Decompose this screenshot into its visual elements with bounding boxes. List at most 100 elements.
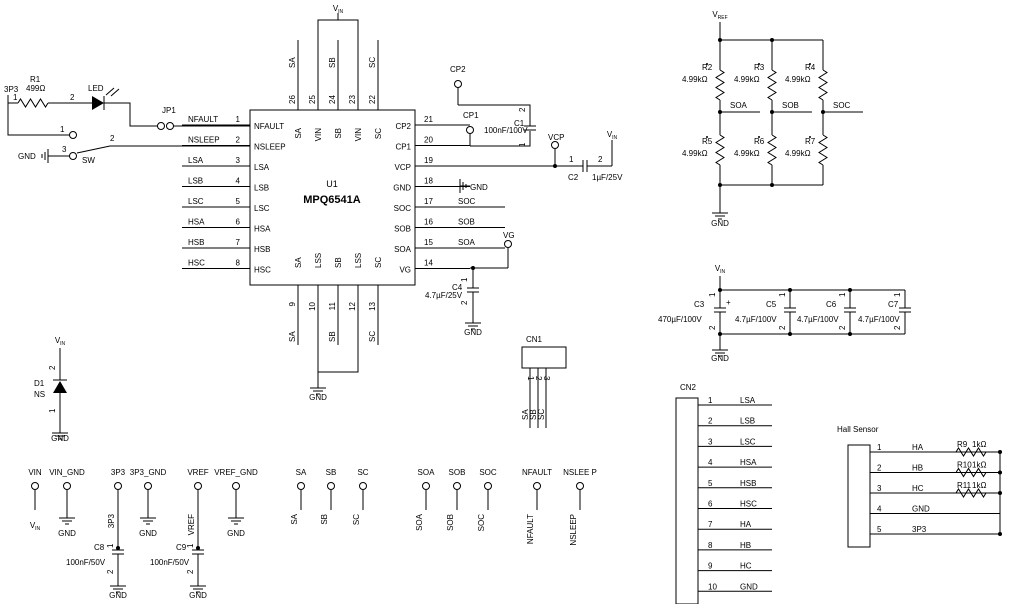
net-label: LSB — [188, 177, 203, 186]
u1-pin-name: HSC — [254, 266, 271, 275]
test-point-NFAULT — [533, 482, 541, 490]
u1-pin-number: 17 — [424, 197, 433, 206]
junction-dot — [788, 288, 792, 292]
net-label: 3P3 — [912, 525, 927, 534]
c5-reference: C5 — [766, 300, 777, 309]
test-point-VIN_GND — [63, 482, 71, 490]
net-label: SOB — [458, 218, 475, 227]
test-point-label: SOB — [449, 468, 466, 477]
led-reference: LED — [88, 84, 104, 93]
c6-reference: C6 — [826, 300, 837, 309]
pin-number: 1 — [893, 292, 902, 297]
pin-number: 2 — [186, 569, 195, 574]
cp1-test-point — [466, 126, 474, 134]
pin-number: 3 — [877, 484, 882, 493]
u1-pin-name: GND — [393, 184, 411, 193]
u1-pin-name: SA — [294, 127, 303, 138]
c9-value: 100nF/50V — [150, 558, 190, 567]
u1-pin-name: SA — [294, 257, 303, 268]
u1-pin-number: 15 — [424, 238, 433, 247]
test-point-label: SB — [326, 468, 337, 477]
vg-label: VG — [503, 231, 515, 240]
net-label: SOC — [833, 101, 851, 110]
u1-lss-loop — [317, 285, 359, 373]
c4-reference: C4 — [452, 283, 463, 292]
pin-number: 5 — [877, 525, 882, 534]
c3-value: 470µF/100V — [658, 315, 702, 324]
pin-number: 1 — [708, 396, 713, 405]
vin-label: VIN — [333, 4, 344, 15]
net-label: SC — [368, 331, 377, 342]
u1-pin-number: 10 — [308, 301, 317, 310]
pin1-dot — [758, 63, 760, 65]
test-point-label: NSLEE P — [563, 468, 597, 477]
jp1-reference: JP1 — [162, 106, 176, 115]
sw-pin1-wire — [7, 103, 70, 136]
u1-pin-number: 13 — [368, 301, 377, 310]
net-label: SOA — [730, 101, 748, 110]
resistor-R9 — [955, 447, 987, 457]
pin-number: 1 — [526, 376, 535, 381]
test-point-SA — [297, 482, 305, 490]
c3-reference: C3 — [694, 300, 705, 309]
junction-dot — [770, 183, 774, 187]
u1-pin-name: NFAULT — [254, 122, 284, 131]
pin-number: 2 — [778, 325, 787, 330]
u1-pin-name: SOC — [394, 204, 412, 213]
c2-value: 1µF/25V — [592, 173, 623, 182]
pin-number: 1 — [106, 543, 115, 548]
c6-value: 4.7µF/100V — [797, 315, 839, 324]
jp1-pin — [166, 122, 174, 130]
pin-number: 1 — [778, 292, 787, 297]
resistor-value: 4.99kΩ — [682, 149, 708, 158]
net-label: HSA — [188, 218, 205, 227]
test-point-VREF_GND — [232, 482, 240, 490]
u1-pin-number: 23 — [348, 95, 357, 104]
u1-pin-name: LSS — [314, 253, 323, 268]
c2-reference: C2 — [568, 173, 579, 182]
pin-number: 1 — [13, 93, 18, 102]
test-point-SB — [327, 482, 335, 490]
u1-pin-number: 21 — [424, 115, 433, 124]
pin1-dot — [809, 136, 811, 138]
test-point-SC — [359, 482, 367, 490]
net-label: SB — [320, 514, 329, 525]
gnd-label: GND — [309, 393, 327, 402]
gnd-label: GND — [139, 529, 157, 538]
r1-resistor — [17, 98, 49, 108]
pin-number: 2 — [460, 300, 469, 305]
u1-pin-number: 3 — [236, 156, 241, 165]
pin1-dot — [809, 63, 811, 65]
gnd-label: GND — [189, 591, 207, 600]
resistor-value: 4.99kΩ — [682, 75, 708, 84]
u1-pin-number: 14 — [424, 259, 433, 268]
u1-part-number: MPQ6541A — [303, 194, 361, 206]
c1-bottom-wire — [470, 131, 531, 147]
test-point-VREF — [194, 482, 202, 490]
resistor-R2 — [715, 69, 725, 101]
pin-number: 2 — [534, 376, 543, 381]
u1-pin-name: SB — [334, 128, 343, 139]
net-label: SB — [328, 57, 337, 68]
resistor-value: 4.99kΩ — [785, 149, 811, 158]
test-point-SOC — [484, 482, 492, 490]
resistor-value: 1kΩ — [972, 440, 986, 449]
gnd-label: GND — [711, 219, 729, 228]
sw-contact — [69, 152, 77, 160]
vref-label: VREF — [712, 10, 727, 21]
u1-pin-name: LSC — [254, 204, 270, 213]
u1-pin-number: 18 — [424, 177, 433, 186]
pin-number: 1 — [708, 292, 717, 297]
pin-number: 1 — [518, 142, 527, 147]
net-label: LSA — [740, 396, 756, 405]
pin-number: 5 — [708, 479, 713, 488]
resistor-R3 — [767, 69, 777, 101]
test-point-NSLEE P — [576, 482, 584, 490]
test-point-SOB — [453, 482, 461, 490]
d1-reference: D1 — [34, 379, 45, 388]
u1-pin-number: 8 — [236, 259, 241, 268]
u1-pin-name: SC — [374, 128, 383, 139]
net-label: LSB — [740, 417, 755, 426]
pin-number: 3 — [708, 437, 713, 446]
